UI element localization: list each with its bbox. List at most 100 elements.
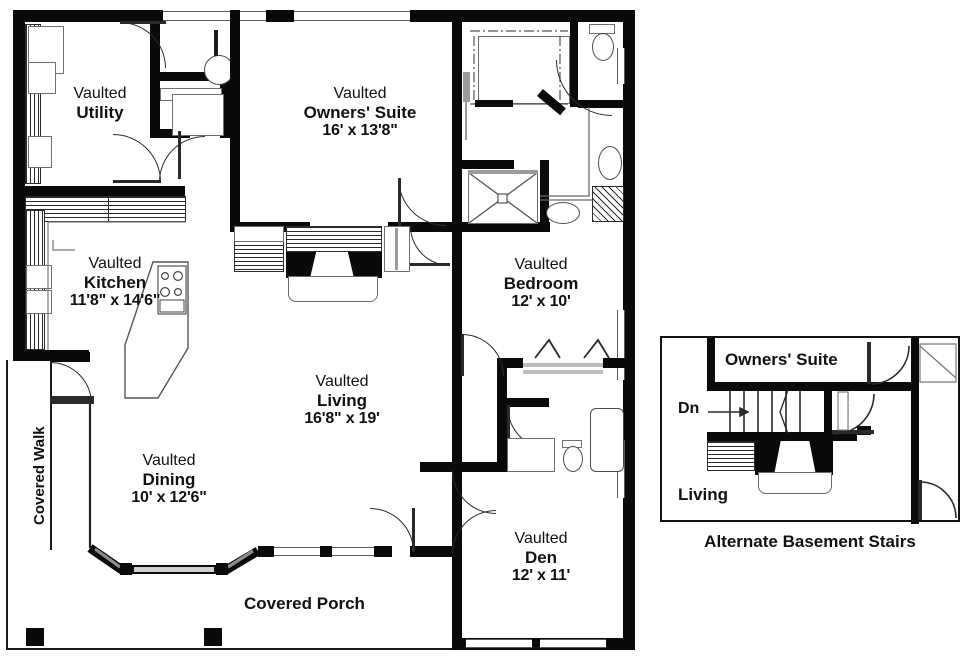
master-sink-2 xyxy=(546,202,580,224)
porch-window-2 xyxy=(332,547,374,556)
exterior-wall-top-2 xyxy=(266,10,294,22)
covered-walk-inner-edge xyxy=(50,360,52,550)
bedroom-wall-bottom-2 xyxy=(603,358,625,368)
covered-walk-outer-edge xyxy=(6,360,8,650)
living-dims-text: 16'8" x 19' xyxy=(304,410,380,428)
interior-wall-owners-left xyxy=(230,10,240,232)
bedroom-wall-left xyxy=(452,232,462,362)
room-label-kitchen: Vaulted Kitchen 11'8" x 14'6" xyxy=(35,255,195,310)
inset-wall-right-vert xyxy=(911,384,919,524)
dining-name-text: Dining xyxy=(142,470,196,490)
hall-bath-tub xyxy=(590,408,624,472)
den-wall-left xyxy=(452,472,462,650)
inset-wall-right-upper xyxy=(911,338,919,384)
fireplace-flue-line xyxy=(395,228,398,270)
door-leaf-den-1 xyxy=(412,508,415,552)
utility-appliance-3 xyxy=(28,136,52,168)
inset-wall-owners-bottom-2 xyxy=(869,382,911,391)
stair-hatch-left xyxy=(234,240,284,272)
closet-shelf xyxy=(172,94,224,136)
den-name-text: Den xyxy=(524,548,558,568)
den-dims-text: 12' x 11' xyxy=(511,567,571,585)
hearth-hatch-top xyxy=(286,226,382,254)
master-toilet-bowl xyxy=(592,33,614,61)
hall-bath-wall-left xyxy=(497,406,507,462)
kitchen-name-text: Kitchen xyxy=(83,273,147,293)
window-right-bedroom xyxy=(617,310,625,380)
exterior-wall-top xyxy=(13,10,163,22)
inset-caption: Alternate Basement Stairs xyxy=(704,532,916,551)
door-swing-owners xyxy=(398,178,446,226)
owners-name-text: Owners' Suite xyxy=(303,103,417,123)
room-label-dining: Vaulted Dining 10' x 12'6" xyxy=(95,452,243,507)
exterior-wall-top-3 xyxy=(410,10,635,22)
kitchen-dims-text: 11'8" x 14'6" xyxy=(69,292,161,310)
window-top-utility xyxy=(163,11,266,21)
interior-wall-hall-right xyxy=(220,72,230,138)
bedroom-closet-wall-2 xyxy=(507,398,549,407)
fireplace-opening xyxy=(310,252,354,278)
shelf-left-upper xyxy=(234,226,284,242)
door-swing-closet xyxy=(159,136,205,182)
inset-wall-landing xyxy=(857,426,871,435)
door-leaf-utility xyxy=(120,21,166,24)
interior-wall-bath-left xyxy=(150,81,160,136)
interior-wall-owners-right-2 xyxy=(452,160,462,232)
den-vaulted-text: Vaulted xyxy=(514,530,568,547)
door-leaf-owners xyxy=(398,178,401,226)
interior-wall-bath-bottom xyxy=(462,222,550,232)
porch-post-1 xyxy=(26,628,44,646)
bedroom-closet-wall xyxy=(497,368,507,406)
interior-wall-owners-right xyxy=(452,10,462,160)
room-label-bedroom: Vaulted Bedroom 12' x 10' xyxy=(478,256,604,311)
room-label-den: Vaulted Den 12' x 11' xyxy=(480,530,602,585)
inset-wall-owners-bottom xyxy=(707,382,869,391)
utility-name-text: Utility xyxy=(76,103,124,123)
porch-bottom-edge xyxy=(6,648,458,650)
closet-wic-outline xyxy=(478,36,570,104)
door-leaf-entry xyxy=(50,396,94,404)
window-top-owners xyxy=(294,11,410,21)
master-sink-1 xyxy=(598,146,622,180)
inset-living-label: Living xyxy=(678,485,729,504)
inset-fireplace-opening xyxy=(774,441,816,475)
shower-stall xyxy=(468,172,538,224)
inset-wall-stair-bottom xyxy=(707,432,857,441)
owners-dims-text: 16' x 13'8" xyxy=(322,122,398,140)
door-swing-owner-exit xyxy=(410,226,450,266)
bedroom-vaulted-text: Vaulted xyxy=(514,256,568,273)
powder-toilet-tank xyxy=(214,30,218,56)
interior-wall-bath-bottom xyxy=(150,129,190,138)
inset-wall-owners-left xyxy=(707,338,715,384)
room-label-living: Vaulted Living 16'8" x 19' xyxy=(262,373,422,428)
inset-stair-direction-label: Dn xyxy=(678,400,700,417)
kitchen-counter-top-2 xyxy=(108,196,186,222)
living-vaulted-text: Vaulted xyxy=(315,373,369,390)
porch-post-2 xyxy=(204,628,222,646)
owners-vaulted-text: Vaulted xyxy=(333,85,387,102)
hall-bath-vanity xyxy=(507,438,555,472)
door-leaf-bedroom xyxy=(461,334,464,376)
fireplace-hearth xyxy=(288,276,378,302)
exterior-wall-right xyxy=(623,10,635,650)
utility-vaulted-text: Vaulted xyxy=(73,85,127,102)
utility-appliance-2 xyxy=(28,62,56,94)
porch-wall-segment-2 xyxy=(320,546,332,557)
door-leaf-hall xyxy=(113,180,161,183)
bedroom-wall-left-2 xyxy=(452,362,462,468)
bedroom-name-text: Bedroom xyxy=(503,274,579,294)
wall-entry-left xyxy=(50,352,90,362)
den-window-bottom-1 xyxy=(466,639,532,648)
hall-bath-wall-bottom xyxy=(443,462,507,472)
porch-wall-segment-1 xyxy=(258,546,274,557)
alternate-basement-stairs-inset: Owners' Suite Living Dn xyxy=(660,336,960,524)
linen-hatch xyxy=(592,186,624,222)
bedroom-dims-text: 12' x 10' xyxy=(511,293,571,311)
interior-wall-kitchen-top xyxy=(25,186,185,196)
exterior-wall-left-kitchen xyxy=(13,195,25,360)
living-name-text: Living xyxy=(316,391,368,411)
kitchen-vaulted-text: Vaulted xyxy=(88,255,142,272)
closet-door-jamb xyxy=(475,100,513,107)
hall-bath-toilet xyxy=(563,446,583,472)
